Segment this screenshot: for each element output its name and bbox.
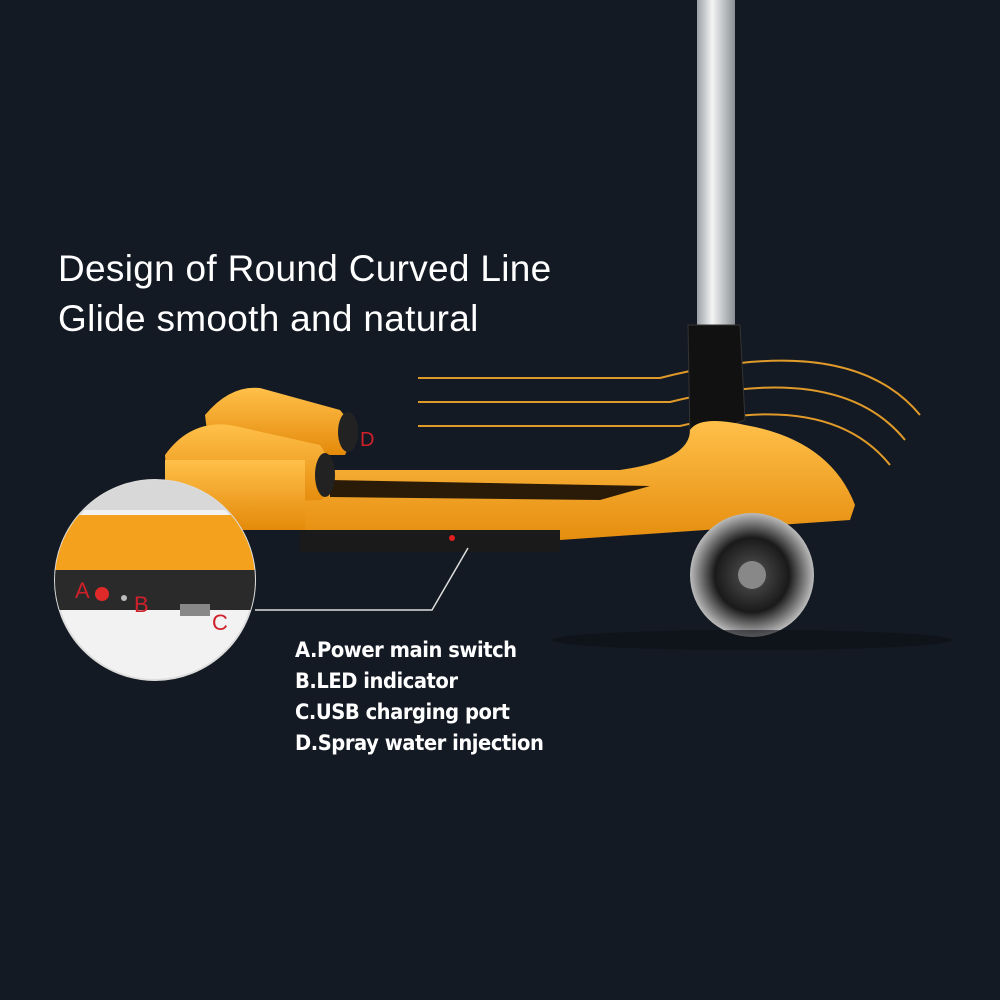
label-c: C — [212, 610, 228, 635]
feature-usb-port: C.USB charging port — [295, 700, 510, 724]
handlebar-pole — [697, 0, 735, 330]
headline-line-1: Design of Round Curved Line — [58, 248, 552, 289]
label-d: D — [360, 429, 374, 451]
callout-leader-line — [255, 547, 469, 611]
feature-led-indicator: B.LED indicator — [295, 669, 458, 693]
motion-lines — [418, 359, 921, 466]
label-b: B — [134, 592, 149, 617]
feature-spray-water: D.Spray water injection — [295, 731, 544, 755]
label-a: A — [75, 578, 90, 603]
detail-magnifier: A B C — [54, 479, 256, 681]
headline-line-2: Glide smooth and natural — [58, 298, 479, 339]
feature-power-switch: A.Power main switch — [295, 638, 517, 662]
scooter-deck — [300, 421, 855, 548]
